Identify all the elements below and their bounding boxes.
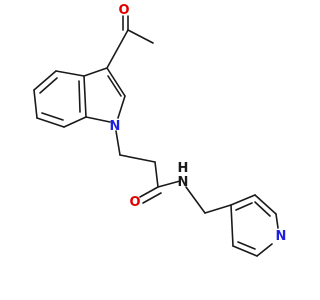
indole-nitrogen-label: N — [110, 119, 121, 134]
bond-c5-c6 — [33, 89, 38, 119]
bond-c2-n1 — [117, 95, 126, 119]
skeleton-bonds — [33, 15, 279, 257]
bond-c3-c3a — [83, 67, 108, 77]
bond-n1-c7a — [85, 116, 111, 123]
bond-amide-carbonyl — [139, 186, 159, 198]
bond-c7-c7a — [63, 116, 87, 128]
acetyl-oxygen-label: O — [118, 3, 129, 18]
bond-c3a-c4 — [55, 70, 85, 77]
bond-acetyl-to-c3 — [106, 29, 129, 69]
bond-py-c3-c2 — [254, 194, 277, 215]
bond-c6-c7-inner — [41, 112, 64, 121]
bond-c3-c2 — [106, 67, 126, 97]
bond-ch2-pyridine — [204, 204, 232, 214]
bond-ch2a-ch2b — [119, 154, 156, 163]
bond-c3-c2-inner — [107, 75, 122, 97]
bond-nh-ch2 — [185, 186, 206, 214]
amide-oxygen-label: O — [129, 195, 140, 210]
pyridine-nitrogen-label: N — [276, 229, 287, 244]
bond-n1-ch2a — [115, 130, 121, 156]
bond-carbonyl-nh — [157, 180, 181, 188]
bond-ch2b-carbonyl — [154, 161, 159, 188]
bond-py-c2-n — [275, 213, 279, 229]
bond-py-c4-c3-inner — [235, 202, 253, 211]
bond-c4-c5 — [33, 70, 57, 91]
bond-py-c4-c3 — [230, 194, 256, 206]
bond-c6-c7 — [36, 117, 65, 128]
amide-hydrogen-label: H — [178, 161, 189, 176]
bond-py-c6-c5 — [232, 245, 258, 257]
bond-amide-carbonyl-second — [142, 192, 162, 204]
bond-c3a-c7a — [83, 75, 87, 118]
bond-py-n-c6 — [256, 243, 273, 257]
structure-canvas: O N O N H N — [33, 3, 287, 257]
bond-py-c6-c5-inner — [237, 241, 256, 250]
bond-py-c3-c2-inner — [254, 201, 271, 217]
bond-c3a-c7a-inner — [78, 80, 81, 113]
bond-c4-c5-inner — [39, 77, 58, 94]
bond-py-c5-c4 — [230, 204, 234, 247]
amide-nitrogen-label: N — [178, 175, 189, 190]
bond-acetyl-methyl — [127, 29, 154, 44]
